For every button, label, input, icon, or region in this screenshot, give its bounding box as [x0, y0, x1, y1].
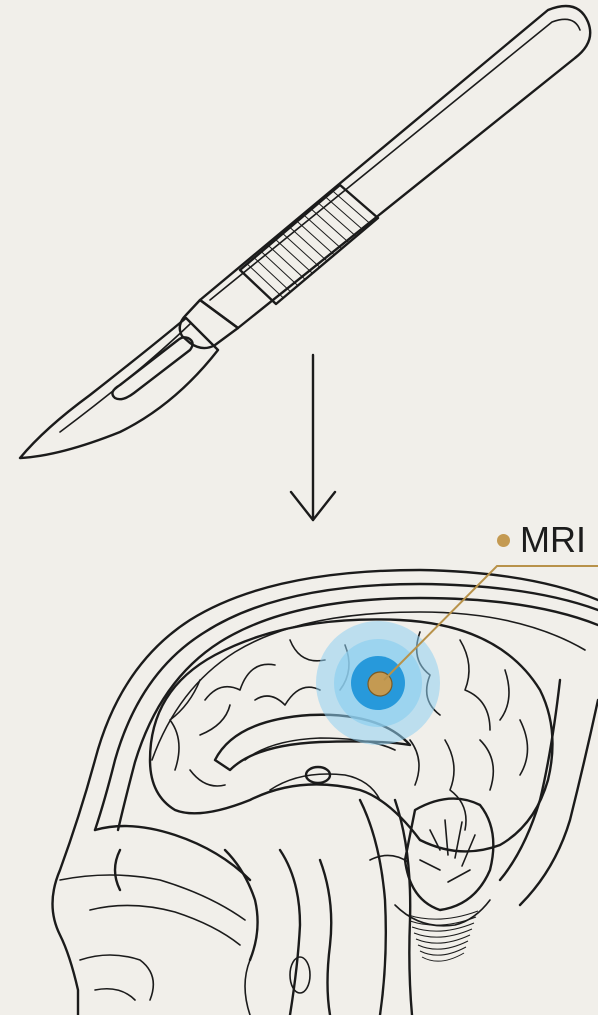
head-sagittal-section [53, 570, 598, 1015]
arrow-down-icon [291, 355, 335, 520]
scalpel-icon [20, 6, 590, 458]
mri-annotation: MRI [497, 520, 586, 560]
scalpel-grip [240, 185, 378, 304]
mri-marker-dot [497, 534, 510, 547]
mri-target-highlight [316, 621, 440, 745]
mri-label-text: MRI [520, 520, 586, 560]
